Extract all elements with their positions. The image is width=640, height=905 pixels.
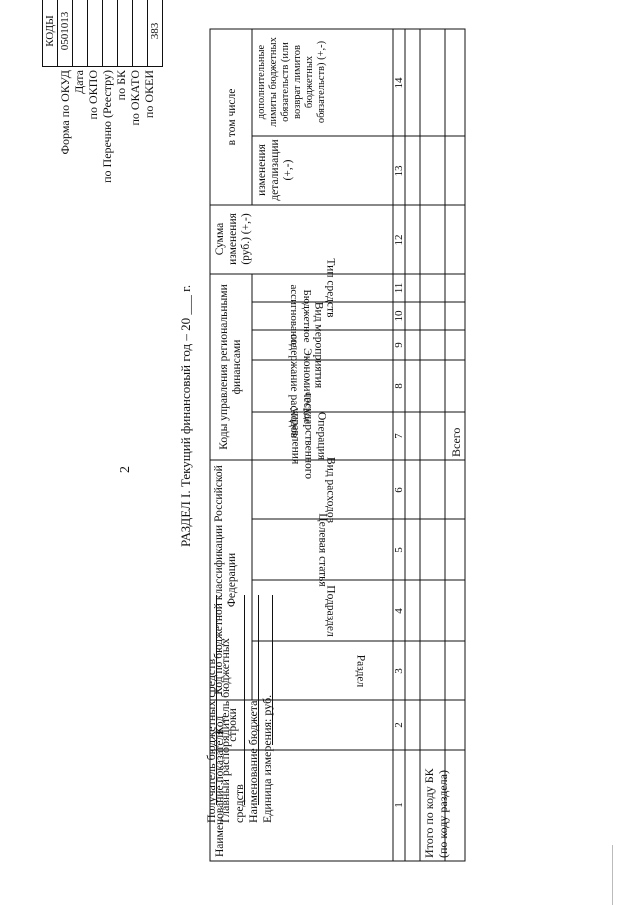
bk-col-razdel: Раздел bbox=[354, 654, 367, 688]
rf-col-funds-type: Тип средств bbox=[324, 258, 337, 318]
total-bk-label: Итого по коду БК (по коду раздела) bbox=[422, 768, 450, 858]
col-num-13: 13 bbox=[393, 165, 405, 177]
incl-group-header: в том числе bbox=[226, 88, 238, 146]
col-num-6: 6 bbox=[393, 487, 405, 493]
col-num-11: 11 bbox=[393, 282, 405, 294]
col-num-4: 4 bbox=[393, 608, 405, 614]
col-num-9: 9 bbox=[393, 342, 405, 348]
total-all-label: Всего bbox=[449, 427, 463, 457]
col-num-1: 1 bbox=[393, 802, 405, 808]
col-num-14: 14 bbox=[393, 77, 405, 89]
sum-header: Сумма изменения (руб.) (+,-) bbox=[214, 213, 252, 265]
bk-col-podrazdel: Подраздел bbox=[324, 585, 337, 637]
bk-group-header: Код по бюджетной классификации Российско… bbox=[213, 465, 238, 695]
bk-col-tselevaya: Целевая статья bbox=[316, 513, 329, 587]
col-num-3: 3 bbox=[393, 668, 405, 674]
col-name-header: Наименование показателя bbox=[214, 729, 226, 857]
col-num-5: 5 bbox=[393, 547, 405, 553]
scan-edge-line bbox=[612, 845, 613, 905]
incl-detail-header: изменения детализации (+,-) bbox=[256, 139, 294, 201]
regfin-group-header: Коды управления региональными финансами bbox=[218, 284, 243, 450]
col-code-header: Код строки bbox=[214, 708, 239, 742]
incl-limits-header: дополнительные лимиты бюджетных обязател… bbox=[256, 37, 327, 127]
col-num-8: 8 bbox=[393, 383, 405, 389]
col-num-10: 10 bbox=[393, 310, 405, 322]
col-num-12: 12 bbox=[393, 234, 405, 246]
col-num-7: 7 bbox=[393, 433, 405, 439]
col-num-2: 2 bbox=[393, 722, 405, 728]
rf-col-assignment: Бюджетное ассигнование bbox=[288, 284, 313, 348]
